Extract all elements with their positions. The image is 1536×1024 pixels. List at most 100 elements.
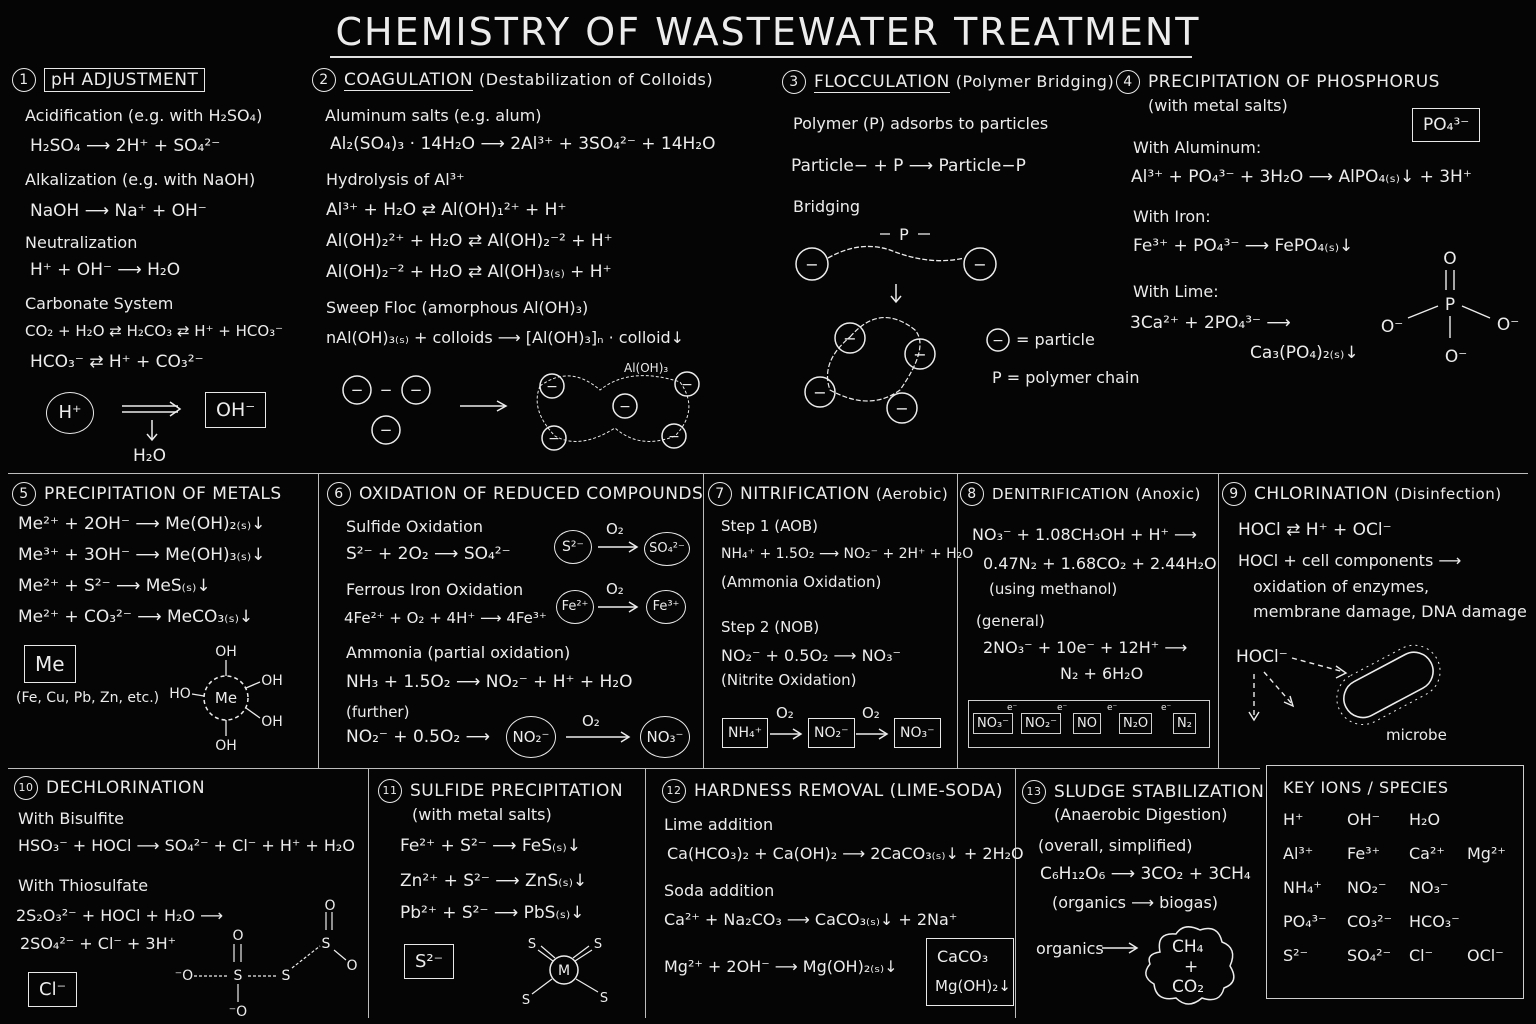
sweep-floc-label: Sweep Floc (amorphous Al(OH)₃) bbox=[326, 298, 589, 317]
o2-label: O₂ bbox=[862, 704, 880, 722]
section-number: 13 bbox=[1022, 780, 1046, 804]
o2-label: O₂ bbox=[582, 712, 600, 730]
page-title: CHEMISTRY OF WASTEWATER TREATMENT bbox=[335, 10, 1201, 54]
row-divider-2 bbox=[8, 768, 1260, 769]
neutralization-label: Neutralization bbox=[25, 233, 138, 252]
key-species: Ca²⁺ bbox=[1409, 844, 1445, 863]
section-title: CHLORINATION bbox=[1254, 484, 1389, 504]
section-title: COAGULATION bbox=[344, 70, 474, 91]
title-underline bbox=[330, 56, 1192, 58]
chlorination-effect-3: membrane damage, DNA damage bbox=[1253, 602, 1527, 621]
struct-o: O bbox=[346, 958, 357, 974]
denitrification-methanol-equation-1: NO₃⁻ + 1.08CH₃OH + H⁺ ⟶ bbox=[972, 525, 1197, 544]
key-species: Al³⁺ bbox=[1283, 844, 1314, 863]
chlorination-effect-1: HOCl + cell components ⟶ bbox=[1238, 551, 1462, 570]
oh-lower-right: OH bbox=[261, 714, 283, 730]
section-number: 9 bbox=[1222, 482, 1246, 506]
section-number: 1 bbox=[12, 68, 36, 92]
section-1-heading: 1 pH ADJUSTMENT bbox=[12, 68, 206, 92]
oh-upper-right: OH bbox=[261, 673, 283, 689]
precipitate-box: CaCO₃ Mg(OH)₂↓ bbox=[926, 938, 1014, 1006]
right-arrow-icon bbox=[566, 731, 631, 743]
svg-text:−: − bbox=[380, 381, 393, 399]
key-species bbox=[1467, 810, 1513, 844]
plus-label: + bbox=[1184, 957, 1199, 977]
section-title: pH ADJUSTMENT bbox=[44, 68, 206, 92]
step-2-label: Step 2 (NOB) bbox=[721, 618, 820, 636]
metal-hydroxide-complex: Me OH OH HO OH OH bbox=[169, 644, 283, 754]
section-number: 8 bbox=[960, 482, 984, 506]
sulfide-circle: S²⁻ bbox=[554, 530, 592, 564]
bisulfite-equation: HSO₃⁻ + HOCl ⟶ SO₄²⁻ + Cl⁻ + H⁺ + H₂O bbox=[18, 836, 355, 855]
lime-addition-label: Lime addition bbox=[664, 815, 774, 834]
svg-text:−: − bbox=[410, 381, 423, 399]
right-arrow-icon bbox=[856, 728, 889, 740]
svg-text:−: − bbox=[992, 333, 1004, 349]
water-label: H₂O bbox=[133, 446, 166, 466]
struct-s: S bbox=[282, 968, 291, 984]
with-aluminum-label: With Aluminum: bbox=[1133, 138, 1262, 157]
zinc-sulfide-equation: Zn²⁺ + S²⁻ ⟶ ZnS₍ₛ₎↓ bbox=[400, 871, 588, 891]
key-species: S²⁻ bbox=[1283, 946, 1309, 965]
ho-left: HO bbox=[169, 686, 191, 702]
section-number: 6 bbox=[327, 482, 351, 506]
struct-s: S bbox=[594, 937, 602, 952]
metal-box: Me bbox=[24, 645, 76, 683]
lime-phosphate-equation-1: 3Ca²⁺ + 2PO₄³⁻ ⟶ bbox=[1130, 313, 1291, 333]
col-divider bbox=[703, 473, 704, 768]
calcium-carbonate-label: CaCO₃ bbox=[937, 947, 989, 966]
struct-o-right: O⁻ bbox=[1497, 315, 1519, 335]
struct-s: S bbox=[234, 968, 243, 984]
key-row: S²⁻ SO₄²⁻ Cl⁻ OCl⁻ bbox=[1283, 946, 1513, 980]
chain-n2: N₂ bbox=[1173, 713, 1196, 734]
aluminum-phosphate-equation: Al³⁺ + PO₄³⁻ + 3H₂O ⟶ AlPO₄₍ₛ₎↓ + 3H⁺ bbox=[1131, 167, 1472, 187]
carbonate-label: Carbonate System bbox=[25, 294, 174, 313]
polymer-adsorbs-label: Polymer (P) adsorbs to particles bbox=[793, 114, 1049, 133]
polymer-legend: P = polymer chain bbox=[992, 368, 1140, 387]
polymer-p-label: P bbox=[899, 225, 909, 244]
electron-label: e⁻ bbox=[1057, 703, 1068, 713]
hypochlorous-equilibrium: HOCl ⇄ H⁺ + OCl⁻ bbox=[1238, 520, 1392, 540]
svg-text:−: − bbox=[548, 431, 560, 447]
flocculation-diagram: − − P − − − − bbox=[795, 225, 997, 424]
oh-top: OH bbox=[215, 644, 237, 660]
sulfide-oxidation-equation: S²⁻ + 2O₂ ⟶ SO₄²⁻ bbox=[346, 544, 511, 564]
key-heading: KEY IONS / SPECIES bbox=[1283, 778, 1449, 797]
carbon-dioxide-label: CO₂ bbox=[1172, 977, 1205, 997]
carbonate-equation-2: HCO₃⁻ ⇄ H⁺ + CO₃²⁻ bbox=[30, 352, 204, 372]
chlorination-effect-2: oxidation of enzymes, bbox=[1253, 577, 1430, 596]
key-species-panel: KEY IONS / SPECIES H⁺ OH⁻ H₂O Al³⁺ Fe³⁺ … bbox=[1266, 765, 1524, 999]
svg-text:−: − bbox=[380, 421, 393, 439]
nitrification-step-1-equation: NH₄⁺ + 1.5O₂ ⟶ NO₂⁻ + 2H⁺ + H₂O bbox=[721, 546, 974, 562]
biogas-cloud-icon bbox=[1145, 926, 1235, 1005]
ferrous-oxidation-label: Ferrous Iron Oxidation bbox=[346, 580, 524, 599]
svg-text:−: − bbox=[546, 379, 558, 395]
key-row: PO₄³⁻ CO₃²⁻ HCO₃⁻ bbox=[1283, 912, 1513, 946]
col-divider bbox=[1015, 768, 1016, 1018]
sulfide-oxidation-label: Sulfide Oxidation bbox=[346, 517, 484, 536]
thiosulfate-label: With Thiosulfate bbox=[18, 876, 149, 895]
section-number: 7 bbox=[708, 482, 732, 506]
chain-no: NO bbox=[1073, 713, 1101, 734]
methane-label: CH₄ bbox=[1172, 937, 1204, 957]
alum-equation: Al₂(SO₄)₃ · 14H₂O ⟶ 2Al³⁺ + 3SO₄²⁻ + 14H… bbox=[330, 134, 716, 154]
sulfide-box: S²⁻ bbox=[404, 944, 455, 979]
key-species: SO₄²⁻ bbox=[1347, 946, 1392, 965]
section-title: HARDNESS REMOVAL (LIME-SODA) bbox=[694, 781, 1003, 801]
digestion-equation: C₆H₁₂O₆ ⟶ 3CO₂ + 3CH₄ bbox=[1040, 864, 1251, 884]
metal-examples: (Fe, Cu, Pb, Zn, etc.) bbox=[16, 690, 160, 706]
nitrate-circle: NO₃⁻ bbox=[640, 716, 690, 758]
section-13-note: (Anaerobic Digestion) bbox=[1054, 805, 1228, 824]
soda-addition-label: Soda addition bbox=[664, 881, 775, 900]
flocculation-equation: Particle− + P ⟶ Particle−P bbox=[791, 156, 1026, 176]
nitrite-box: NO₂⁻ bbox=[808, 718, 855, 748]
magnesium-equation: Mg²⁺ + 2OH⁻ ⟶ Mg(OH)₂₍ₛ₎↓ bbox=[664, 957, 898, 976]
section-11-note: (with metal salts) bbox=[412, 805, 552, 824]
